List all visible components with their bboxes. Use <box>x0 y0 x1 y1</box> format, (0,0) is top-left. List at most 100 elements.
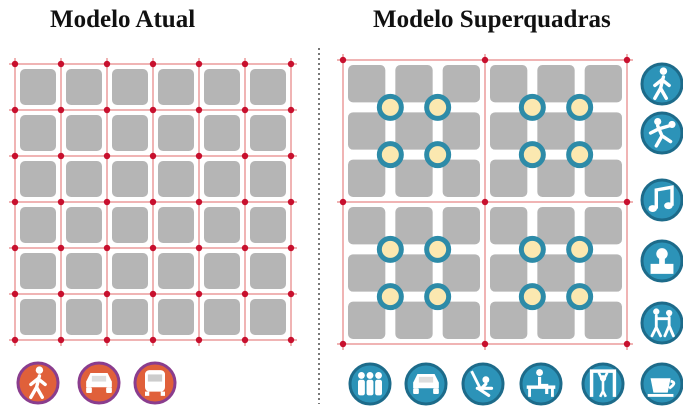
intersection-dot <box>57 60 65 68</box>
city-block <box>490 301 528 339</box>
city-block <box>204 69 240 105</box>
intersection-dot <box>11 290 19 298</box>
intersection-dot <box>11 106 19 114</box>
exercise-bars-icon-badge <box>581 362 625 406</box>
intersection-dot <box>287 244 295 252</box>
intersection-dot <box>103 198 111 206</box>
city-block <box>66 69 102 105</box>
crowd-icon <box>358 372 382 396</box>
city-block <box>584 112 622 150</box>
city-block <box>158 253 194 289</box>
city-block <box>66 207 102 243</box>
city-block <box>537 159 575 197</box>
intersection-dot <box>287 152 295 160</box>
intersection-dot <box>195 106 203 114</box>
city-block <box>250 207 286 243</box>
city-block <box>158 207 194 243</box>
city-block <box>250 69 286 105</box>
public-space-node <box>518 141 546 169</box>
city-block <box>66 253 102 289</box>
intersection-dot <box>195 152 203 160</box>
city-block <box>442 112 480 150</box>
city-block <box>395 112 433 150</box>
bench-icon-badge <box>519 362 563 406</box>
coffee-cup-icon <box>647 378 676 397</box>
public-space-node <box>376 283 404 311</box>
intersection-dot <box>339 340 347 348</box>
bench-icon <box>526 369 556 397</box>
intersection-dot <box>623 198 631 206</box>
city-block <box>348 159 386 197</box>
superblock-model-title: Modelo Superquadras <box>373 6 611 33</box>
dancing-icon-badge <box>640 301 683 345</box>
car-icon <box>413 374 439 394</box>
city-block <box>537 207 575 245</box>
city-block <box>395 301 433 339</box>
superblock-model-grid <box>337 54 633 350</box>
city-block <box>442 254 480 292</box>
intersection-dot <box>195 290 203 298</box>
market-stall-icon <box>650 248 674 274</box>
exercise-bars-icon <box>589 369 617 398</box>
public-space-node <box>376 235 404 263</box>
city-block <box>395 207 433 245</box>
intersection-dot <box>149 244 157 252</box>
car-icon-badge <box>404 362 448 406</box>
intersection-dot <box>241 198 249 206</box>
intersection-dot <box>57 106 65 114</box>
car-icon-badge <box>77 361 121 405</box>
public-space-node <box>424 141 452 169</box>
intersection-dot <box>11 198 19 206</box>
intersection-dot <box>11 152 19 160</box>
city-block <box>584 159 622 197</box>
intersection-dot <box>103 106 111 114</box>
city-block <box>537 254 575 292</box>
public-space-node <box>518 235 546 263</box>
city-block <box>348 254 386 292</box>
intersection-dot <box>103 290 111 298</box>
city-block <box>250 253 286 289</box>
city-block <box>66 161 102 197</box>
bus-icon-badge <box>133 361 177 405</box>
city-block <box>490 112 528 150</box>
playground-swing-icon-badge <box>461 362 505 406</box>
city-block <box>112 299 148 335</box>
intersection-dot <box>57 290 65 298</box>
intersection-dot <box>481 198 489 206</box>
intersection-dot <box>241 106 249 114</box>
intersection-dot <box>103 336 111 344</box>
city-block <box>537 301 575 339</box>
market-stall-icon-badge <box>640 239 683 283</box>
city-block <box>250 115 286 151</box>
music-icon-badge <box>640 178 683 222</box>
pedestrian-icon-badge <box>16 361 60 405</box>
intersection-dot <box>103 152 111 160</box>
city-block <box>348 301 386 339</box>
city-block <box>112 69 148 105</box>
city-block <box>584 65 622 103</box>
superblock-bottom-icons <box>348 362 683 406</box>
city-block <box>348 112 386 150</box>
intersection-dot <box>287 290 295 298</box>
public-space-node <box>566 235 594 263</box>
city-block <box>442 159 480 197</box>
intersection-dot <box>103 244 111 252</box>
city-block <box>490 207 528 245</box>
intersection-dot <box>287 198 295 206</box>
city-block <box>112 161 148 197</box>
city-block <box>20 253 56 289</box>
intersection-dot <box>149 198 157 206</box>
intersection-dot <box>195 198 203 206</box>
intersection-dot <box>57 244 65 252</box>
city-block <box>584 301 622 339</box>
city-block <box>490 254 528 292</box>
city-block <box>20 161 56 197</box>
coffee-cup-icon-badge <box>640 362 683 406</box>
public-space-node <box>566 141 594 169</box>
playground-swing-icon <box>470 370 494 398</box>
public-space-node <box>376 93 404 121</box>
intersection-dot <box>241 336 249 344</box>
city-block <box>348 65 386 103</box>
current-model-grid <box>9 58 297 346</box>
